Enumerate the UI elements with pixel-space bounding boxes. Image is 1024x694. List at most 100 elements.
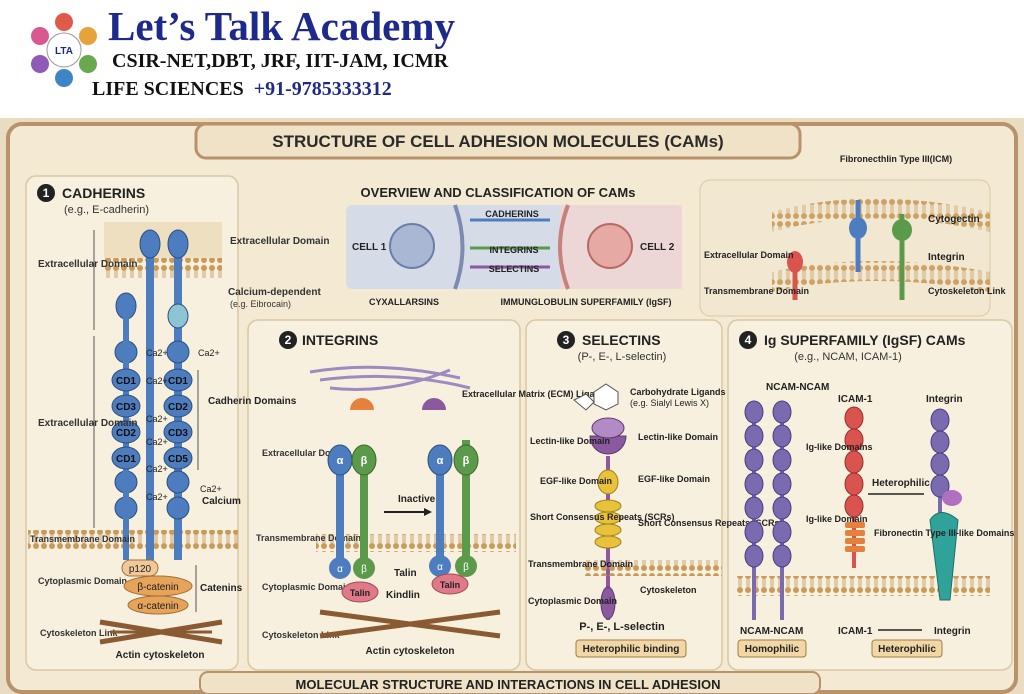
cadherin-domain-circle [111, 420, 141, 444]
fibronectin-label: Fibronecthlin Type III(ICM) [840, 154, 952, 164]
egf-left-label: EGF-like Domain [540, 476, 612, 486]
cadherin-domain-circle [163, 446, 193, 470]
cadherin-top-membrane [104, 258, 222, 278]
fibronectin-cytoskeleton-label: Cytoskeleton Link [928, 286, 1007, 296]
poster-title: STRUCTURE OF CELL ADHESION MOLECULES (CA… [272, 132, 723, 151]
ca-label: Ca2+ [198, 348, 220, 358]
logo-petals [31, 13, 97, 87]
ig-like-domain [744, 424, 764, 448]
selectin-membrane [584, 560, 722, 576]
ecm-ligand-purple [422, 398, 446, 410]
carbohydrate-ligand [573, 383, 619, 411]
igsf-title: Ig SUPERFAMILY (IgSF) CAMs [764, 332, 966, 348]
ncam-top-label: NCAM-NCAM [766, 382, 829, 393]
lectin-right-label: Lectin-like Domain [638, 432, 718, 442]
fibronectin-transmembrane-label: Transmembrane Domain [704, 286, 809, 296]
heterophilic-label: Heterophilic [878, 644, 936, 655]
integrin-bottom-label: Integrin [934, 626, 971, 637]
beta-catenin-label: β-catenin [137, 582, 178, 593]
integrin-active-beta: β [463, 455, 470, 467]
brand-name: Let’s Talk Academy [108, 3, 456, 49]
integrin-active-alpha-cyto: α [437, 562, 443, 573]
cadherin-cytoplasmic-label: Cytoplasmic Domain [38, 576, 127, 586]
integrin-beta: β [361, 455, 368, 467]
igsf-number-badge [739, 331, 757, 349]
icam-chain [844, 406, 864, 568]
subject: LIFE SCIENCES [92, 78, 244, 100]
phone-number[interactable]: +91-9785333312 [253, 78, 392, 100]
ig-like-domain [930, 474, 950, 498]
exam-list: CSIR-NET,DBT, JRF, IIT-JAM, ICMR [112, 50, 449, 72]
scr-left-label: Short Consensus Repeats (SCRs) [530, 512, 675, 522]
overview-igsf: IMMUNGLOBULIN SUPERFAMILY (IgSF) [501, 297, 672, 307]
selectin-cytoplasmic-label: Cytoplasmic Domain [528, 596, 617, 606]
fibronectin-repeats [845, 522, 865, 552]
ig-like-domain [844, 494, 864, 518]
cadherin-domain-circle [111, 368, 141, 392]
cadherin-right-domain-2: CD2 [168, 402, 188, 413]
fibronectin-blue-domain [849, 217, 867, 239]
fibronectin-integrin-label: Integrin [928, 252, 965, 263]
cadherin-domain-circle [163, 394, 193, 418]
integrin-actin-filaments [319, 609, 501, 639]
integrin-top-label: Integrin [926, 394, 963, 405]
homophilic-label: Homophilic [745, 644, 800, 655]
selectin-cytoskeleton-label: Cytoskeleton [640, 585, 697, 595]
ig-like-domain [744, 472, 764, 496]
ca-label: Ca2+ [146, 414, 168, 424]
igsf-subtitle: (e.g., NCAM, ICAM-1) [794, 351, 902, 363]
integrin-cytoskeleton-label: Cytoskeleton Link [262, 630, 341, 640]
ig-like-domain [930, 408, 950, 432]
ca-label: Ca2+ [146, 464, 168, 474]
cadherin-domain-circle [111, 394, 141, 418]
integrin-talin-inactive: Talin [350, 588, 370, 598]
selectins-subtitle: (P-, E-, L-selectin) [578, 351, 667, 363]
selectins-title: SELECTINS [582, 332, 661, 348]
ig-like-domain [772, 448, 792, 472]
ecm-ligand-orange [350, 398, 374, 410]
overview-integrins: INTEGRINS [489, 245, 538, 255]
fibronectin-like-label: Fibronectin Type III-like Domains [874, 528, 1014, 538]
integrins-number: 2 [285, 333, 292, 347]
calcium-ion-labels: Ca2+ Ca2+ Ca2+ Ca2+ Ca2+ Ca2+ Ca2+ Ca2+ [146, 348, 222, 502]
logo-text: LTA [55, 46, 73, 57]
icam-bottom-label: ICAM-1 [838, 626, 873, 637]
selectins-number: 3 [563, 333, 570, 347]
cadherin-extracellular-label: Extracellular Domain [38, 259, 137, 270]
igsf-number: 4 [745, 333, 752, 347]
ca-label: Ca2+ [200, 484, 222, 494]
ecm-fibers [309, 365, 471, 391]
cam-diagram: STRUCTURE OF CELL ADHESION MOLECULES (CA… [0, 118, 1024, 694]
integrin-transmembrane-label: Transmembrane Domain [256, 533, 361, 543]
cadherin-actin-filaments [99, 619, 223, 645]
cadherin-right-domain-3: CD3 [168, 428, 188, 439]
cadherin-domain-circle [163, 420, 193, 444]
ig-like-domain [772, 424, 792, 448]
ca-label: Ca2+ [146, 376, 168, 386]
cadherin-domains-right: CD1 CD2 CD3 CD5 [163, 368, 193, 470]
integrin-actin-label: Actin cytoskeleton [366, 646, 455, 657]
ig-domains-label: Ig-like Domains [806, 442, 873, 452]
integrin-alpha-cyto: α [337, 564, 343, 575]
ncam-chain-left [744, 400, 764, 620]
lectin-left-label: Lectin-like Domain [530, 436, 610, 446]
cadherin-domains-left: CD1 CD3 CD2 CD1 [111, 368, 141, 470]
cadherin-domain-circle [163, 368, 193, 392]
fibronectin-green-domain [892, 219, 912, 241]
cadherins-subtitle: (e.g., E-cadherin) [64, 204, 149, 216]
cadherins-number: 1 [43, 186, 50, 200]
egf-right-label: EGF-like Domain [638, 474, 710, 484]
ca-label: Ca2+ [146, 437, 168, 447]
ig-like-domain [772, 472, 792, 496]
ig-like-domain [744, 544, 764, 568]
cell2-nucleus [587, 223, 633, 269]
heterophilic-binding-badge [575, 639, 687, 658]
cadherin-right-domain-1: CD1 [168, 376, 188, 387]
integrins-title: INTEGRINS [302, 332, 378, 348]
academy-logo: LTA [31, 13, 97, 87]
cell1-label: CELL 1 [352, 242, 387, 253]
kindlin-label: Kindlin [386, 590, 420, 601]
cadherin-bottom-membrane [28, 530, 238, 550]
fibronectin-extracellular-label: Extracellular Domain [704, 250, 794, 260]
heterophilic-badge [871, 639, 943, 658]
